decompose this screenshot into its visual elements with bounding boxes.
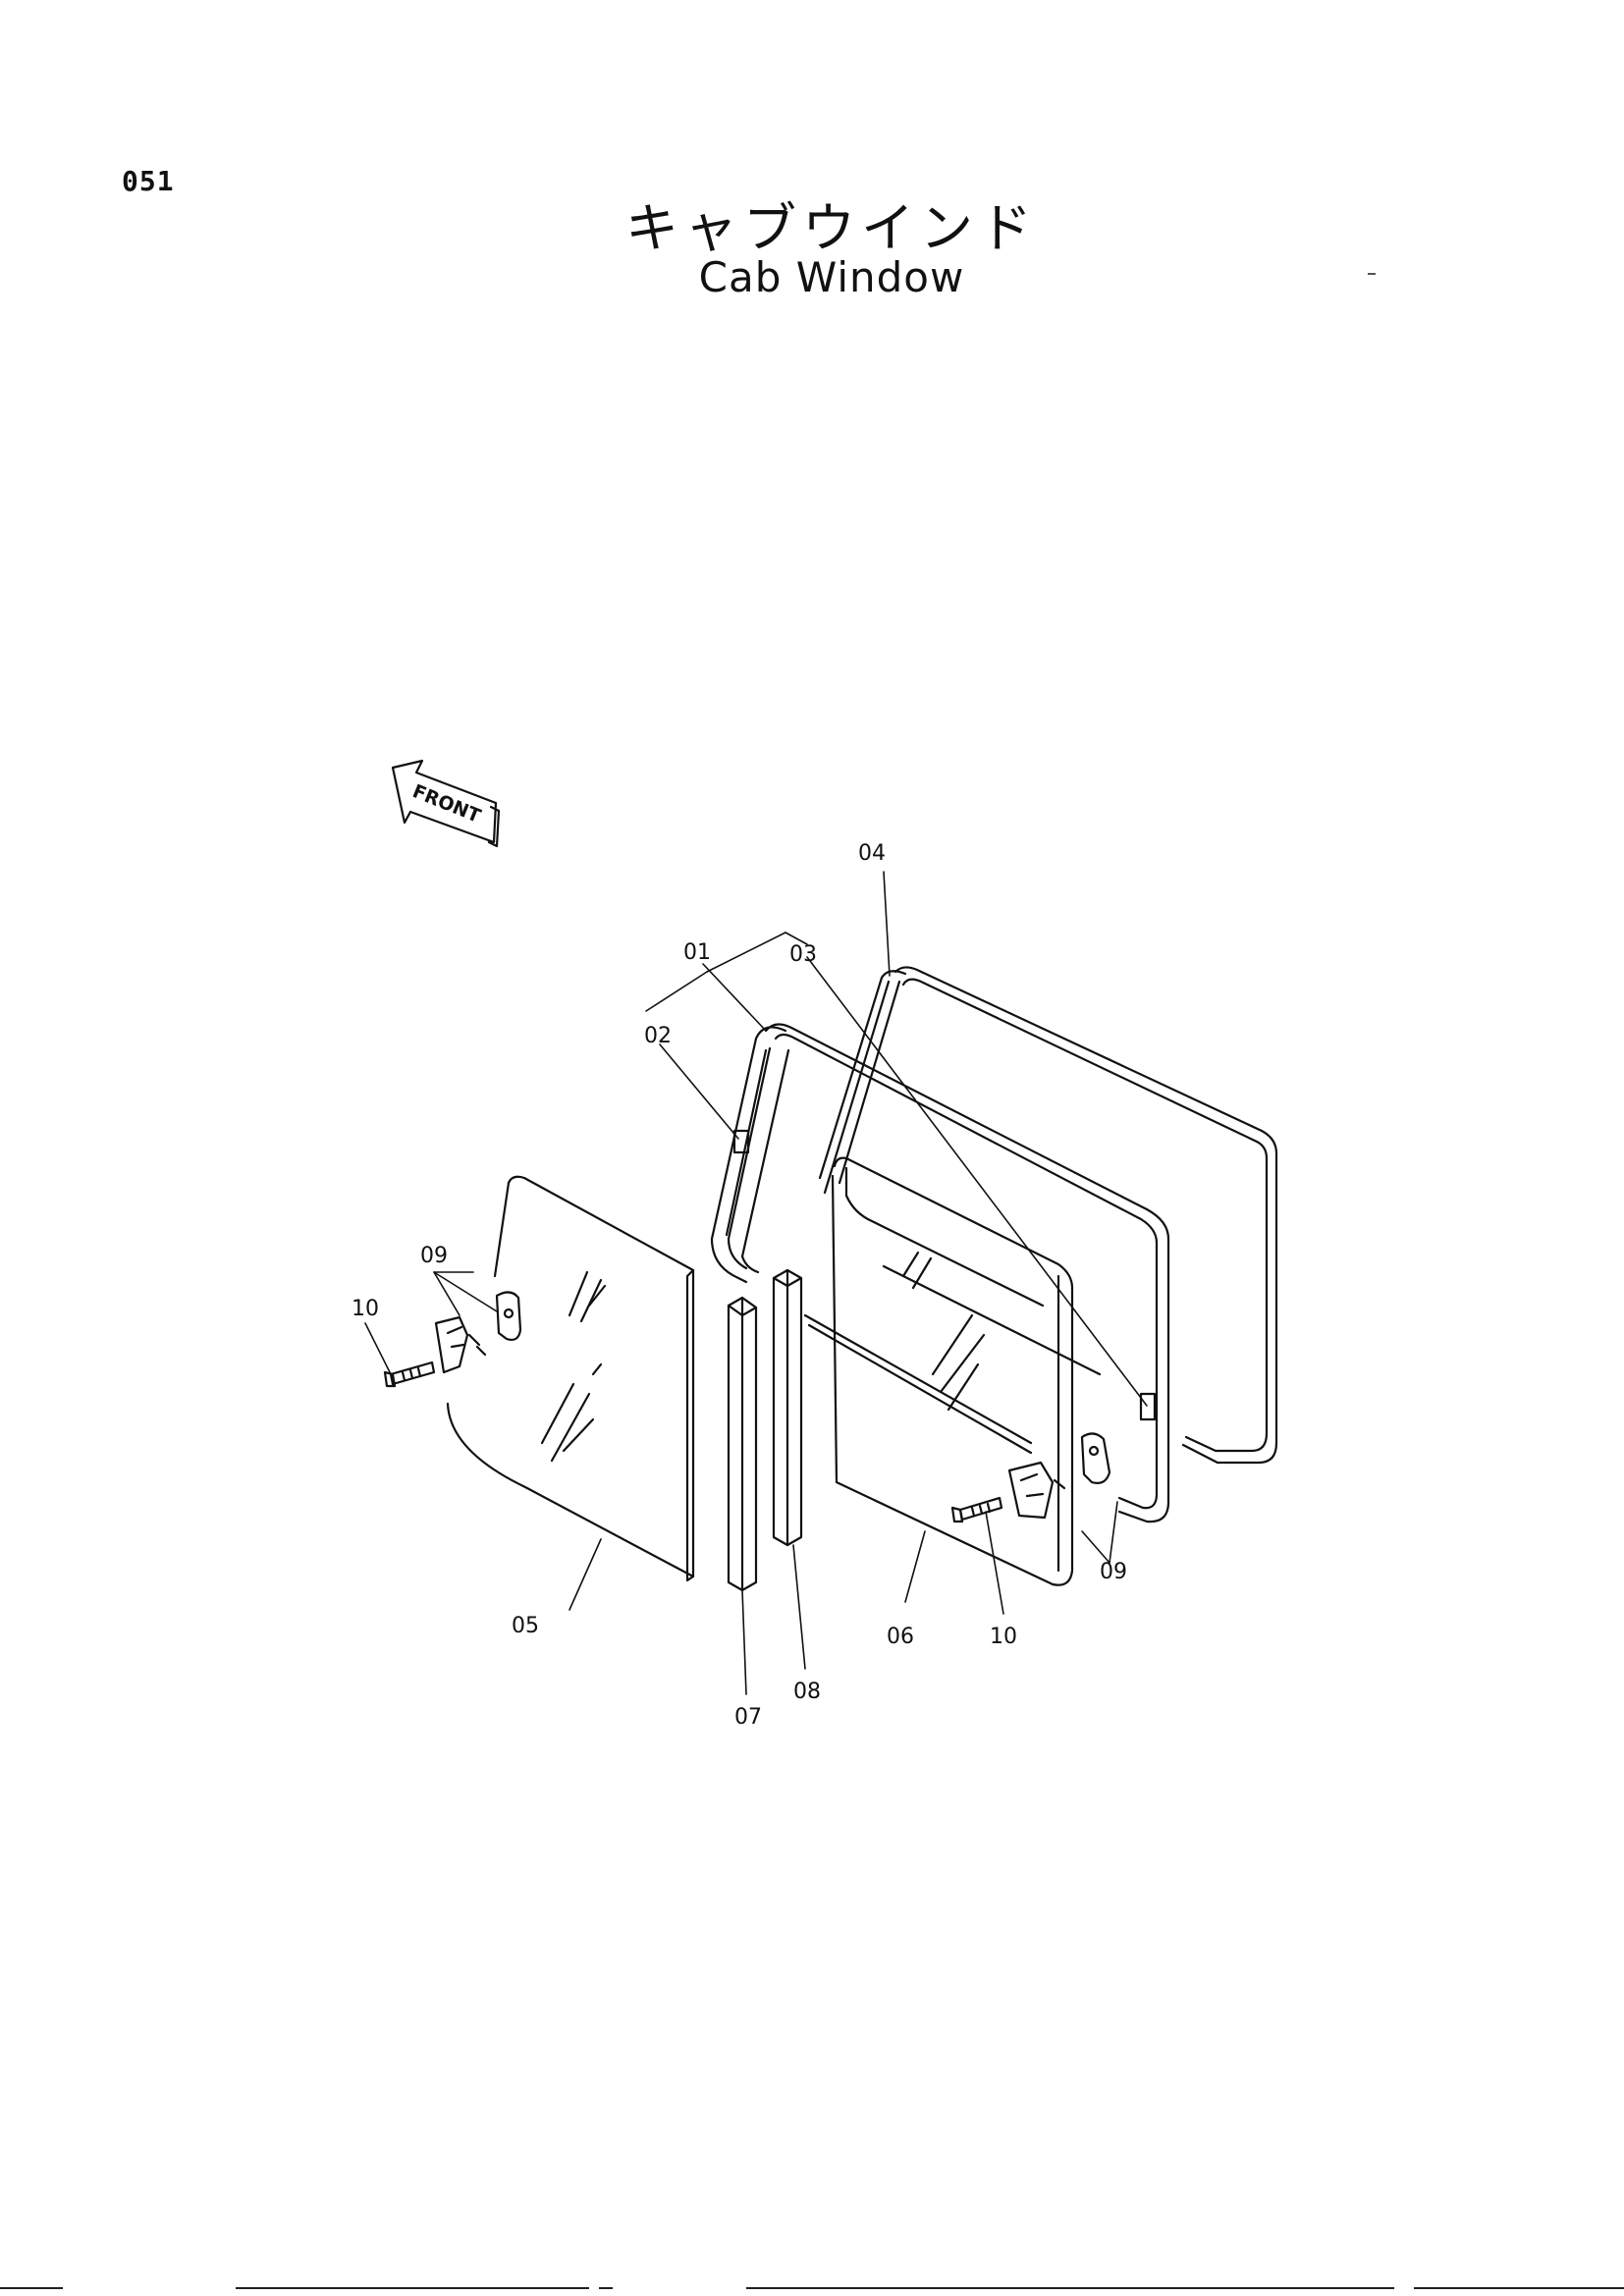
- callout-09-right: 09: [1100, 1560, 1127, 1584]
- front-arrow-icon: FRONT: [391, 759, 501, 848]
- callout-08: 08: [793, 1680, 821, 1704]
- part-10-left-screw: [383, 1361, 436, 1388]
- callout-03: 03: [789, 942, 817, 967]
- footer-rule: [599, 2287, 613, 2289]
- part-07-strip: [727, 1296, 758, 1592]
- footer-rule: [0, 2287, 63, 2289]
- callout-05: 05: [512, 1614, 539, 1638]
- callout-07: 07: [734, 1705, 762, 1730]
- part-09-right-latch: [1007, 1432, 1111, 1520]
- callout-06: 06: [887, 1625, 914, 1649]
- part-04-outer-frame: [818, 966, 1278, 1465]
- front-arrow-label: FRONT: [409, 780, 484, 828]
- part-06-right-glass: [803, 1156, 1102, 1586]
- part-03-clip: [1139, 1392, 1157, 1421]
- part-02-clip: [732, 1129, 750, 1154]
- footer-rule: [236, 2287, 589, 2289]
- page-title-english: Cab Window: [698, 253, 965, 301]
- part-05-left-glass: [446, 1175, 695, 1582]
- callout-02: 02: [644, 1024, 672, 1048]
- callout-04: 04: [858, 841, 886, 866]
- part-10-right-screw: [950, 1496, 1003, 1523]
- part-08-strip: [772, 1268, 803, 1547]
- callout-10-left: 10: [352, 1297, 379, 1321]
- footer-rule: [746, 2287, 1394, 2289]
- page-title-japanese: キャブウインド: [625, 197, 1038, 259]
- callout-10-right: 10: [990, 1625, 1017, 1649]
- callout-01: 01: [683, 940, 711, 965]
- callout-leaders: [364, 871, 1148, 1695]
- page-number: 051: [122, 165, 175, 197]
- part-09-left-latch: [434, 1291, 522, 1374]
- part-01-rubber-frame: [710, 1023, 1170, 1523]
- scan-mark: [1368, 273, 1376, 275]
- callout-labels: 04 01 03 02 09 10 05 06 10 09 08 07: [352, 841, 1127, 1730]
- footer-rule: [1414, 2287, 1624, 2289]
- callout-09-left: 09: [420, 1244, 448, 1268]
